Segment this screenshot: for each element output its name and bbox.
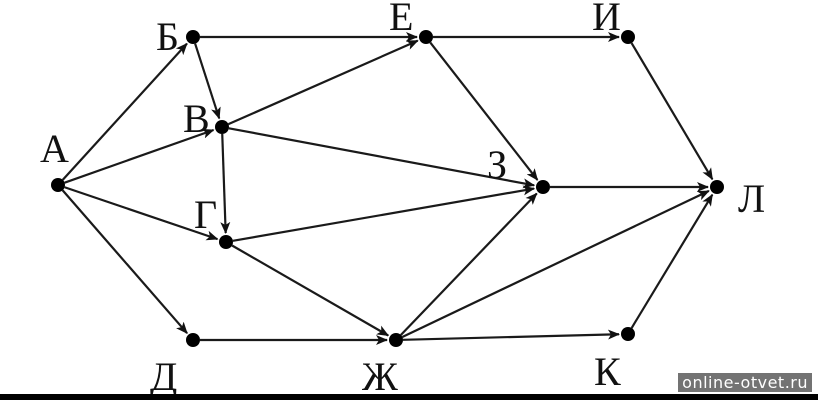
edge-E-Z	[429, 41, 539, 181]
node-label-E: Е	[389, 0, 413, 39]
node-I	[621, 30, 635, 44]
watermark-text: online-otvet.ru	[678, 373, 812, 392]
node-E	[419, 30, 433, 44]
node-label-Z: З	[487, 142, 507, 187]
labels-layer: А БВ Г Д Е Ж З И К Л	[40, 0, 765, 399]
node-label-D: Д	[150, 354, 177, 399]
nodes-layer	[51, 30, 724, 347]
edge-Zh-K	[402, 329, 621, 341]
watermark-bar	[0, 394, 818, 400]
edge-V-G	[220, 133, 231, 235]
edge-Zh-Z	[400, 192, 538, 336]
node-Zh	[389, 333, 403, 347]
node-label-V: В	[183, 96, 210, 141]
node-label-A: А	[40, 126, 69, 171]
node-Z	[536, 180, 550, 194]
edge-A-V	[64, 128, 215, 184]
node-A	[51, 178, 65, 192]
edge-K-L	[630, 193, 714, 329]
edge-A-B	[61, 42, 188, 181]
edge-V-Z	[228, 127, 536, 189]
edge-A-G	[64, 186, 219, 241]
node-label-I: И	[592, 0, 621, 39]
edge-I-L	[630, 42, 714, 181]
edge-V-E	[227, 39, 419, 126]
node-L	[710, 180, 724, 194]
edges-layer	[61, 32, 714, 345]
node-label-B: Б	[156, 14, 179, 59]
node-V	[215, 120, 229, 134]
node-D	[186, 333, 200, 347]
edge-Zh-L	[401, 189, 710, 338]
edge-G-Zh	[231, 244, 390, 337]
node-B	[186, 30, 200, 44]
edge-A-D	[61, 189, 188, 334]
node-label-Zh: Ж	[362, 354, 398, 399]
node-K	[621, 327, 635, 341]
edge-G-Z	[232, 185, 536, 242]
node-label-L: Л	[738, 176, 765, 221]
node-label-G: Г	[194, 192, 217, 237]
node-label-K: К	[594, 349, 621, 394]
edge-B-V	[194, 43, 221, 120]
node-G	[219, 235, 233, 249]
